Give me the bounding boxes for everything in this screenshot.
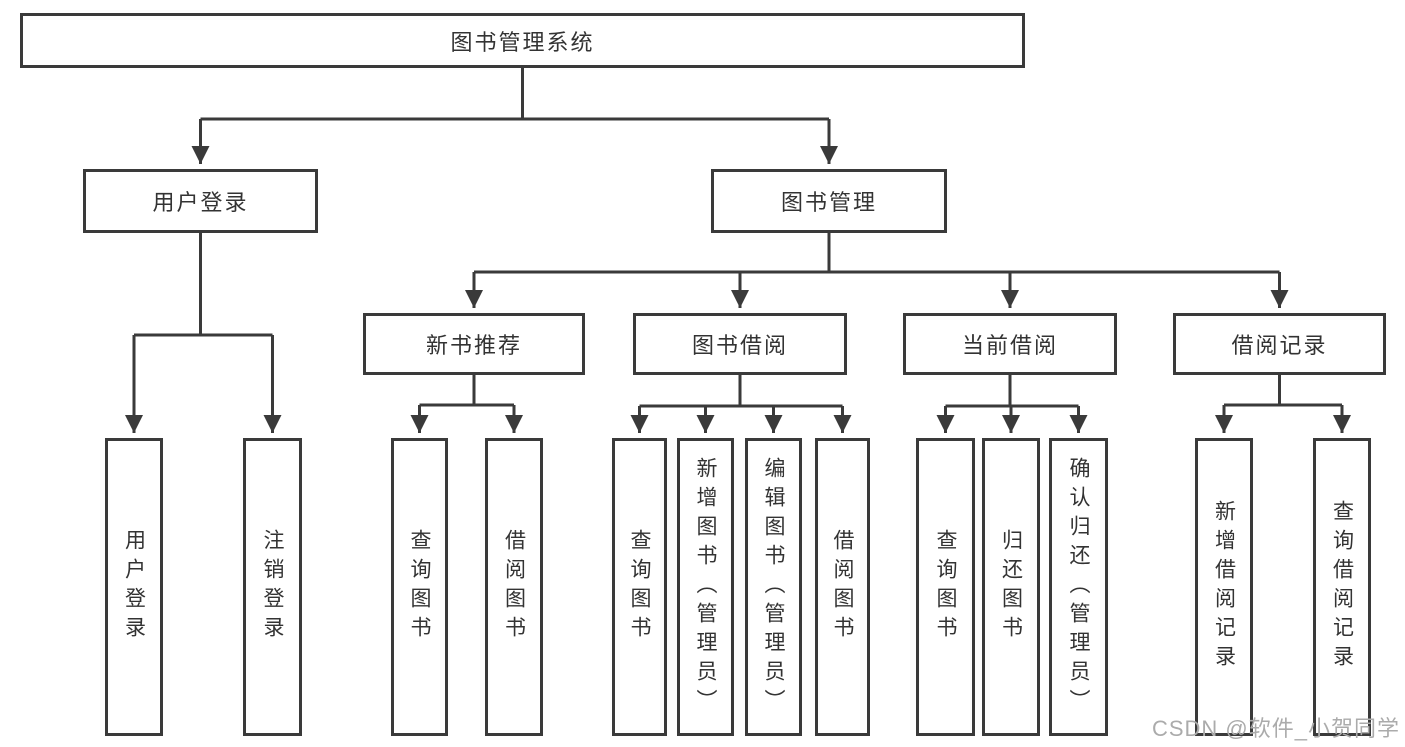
leaf-newbooks-borrow: 借阅图书	[485, 438, 543, 736]
leaf-user-login-label: 用户登录	[122, 529, 146, 645]
leaf-borrow-edit-admin-label: 编辑图书（管理员）	[762, 456, 785, 718]
csdn-watermark: CSDN @软件_小贺同学	[1151, 716, 1400, 741]
edges-current-borrow	[936, 375, 1088, 433]
leaf-current-query: 查询图书	[916, 438, 975, 736]
leaf-borrow-query-label: 查询图书	[628, 529, 651, 645]
node-user-login: 用户登录	[83, 169, 318, 233]
leaf-current-confirm-admin: 确认归还（管理员）	[1049, 438, 1108, 736]
node-user-login-label: 用户登录	[152, 190, 249, 215]
leaf-logout: 注销登录	[243, 438, 302, 736]
leaf-newbooks-borrow-label: 借阅图书	[502, 529, 526, 645]
node-book-mgmt: 图书管理	[711, 169, 947, 233]
leaf-records-query-label: 查询借阅记录	[1330, 500, 1354, 674]
leaf-newbooks-query: 查询图书	[391, 438, 448, 736]
leaf-current-query-label: 查询图书	[934, 529, 957, 645]
node-borrow-records: 借阅记录	[1173, 313, 1386, 375]
edges-new-books	[410, 375, 523, 433]
node-new-books: 新书推荐	[363, 313, 585, 375]
node-current-borrow-label: 当前借阅	[961, 333, 1058, 358]
edges-book-mgmt	[465, 233, 1289, 308]
leaf-user-login: 用户登录	[105, 438, 163, 736]
node-borrow-records-label: 借阅记录	[1231, 333, 1328, 358]
leaf-borrow-query: 查询图书	[612, 438, 667, 736]
leaf-records-add-label: 新增借阅记录	[1212, 500, 1236, 674]
leaf-current-confirm-admin-label: 确认归还（管理员）	[1067, 456, 1090, 718]
leaf-borrow-add-admin-label: 新增图书（管理员）	[694, 456, 717, 718]
leaf-borrow-book-label: 借阅图书	[831, 529, 854, 645]
leaf-records-query: 查询借阅记录	[1313, 438, 1371, 736]
leaf-borrow-add-admin: 新增图书（管理员）	[677, 438, 734, 736]
edges-user-login	[125, 233, 282, 433]
leaf-logout-label: 注销登录	[261, 529, 284, 645]
leaf-borrow-edit-admin: 编辑图书（管理员）	[745, 438, 802, 736]
node-new-books-label: 新书推荐	[425, 333, 522, 358]
leaf-records-add: 新增借阅记录	[1195, 438, 1253, 736]
edges-borrow-records	[1215, 375, 1351, 433]
node-book-mgmt-label: 图书管理	[780, 190, 877, 215]
leaf-current-return-label: 归还图书	[999, 529, 1023, 645]
edges-root	[191, 68, 838, 164]
node-current-borrow: 当前借阅	[903, 313, 1117, 375]
node-root-label: 图书管理系统	[450, 29, 595, 55]
leaf-current-return: 归还图书	[982, 438, 1040, 736]
node-book-borrow-label: 图书借阅	[691, 333, 788, 358]
leaf-borrow-book: 借阅图书	[815, 438, 870, 736]
leaf-newbooks-query-label: 查询图书	[408, 529, 431, 645]
edges-book-borrow	[630, 375, 852, 433]
node-book-borrow: 图书借阅	[633, 313, 847, 375]
node-root-system: 图书管理系统	[20, 13, 1025, 68]
